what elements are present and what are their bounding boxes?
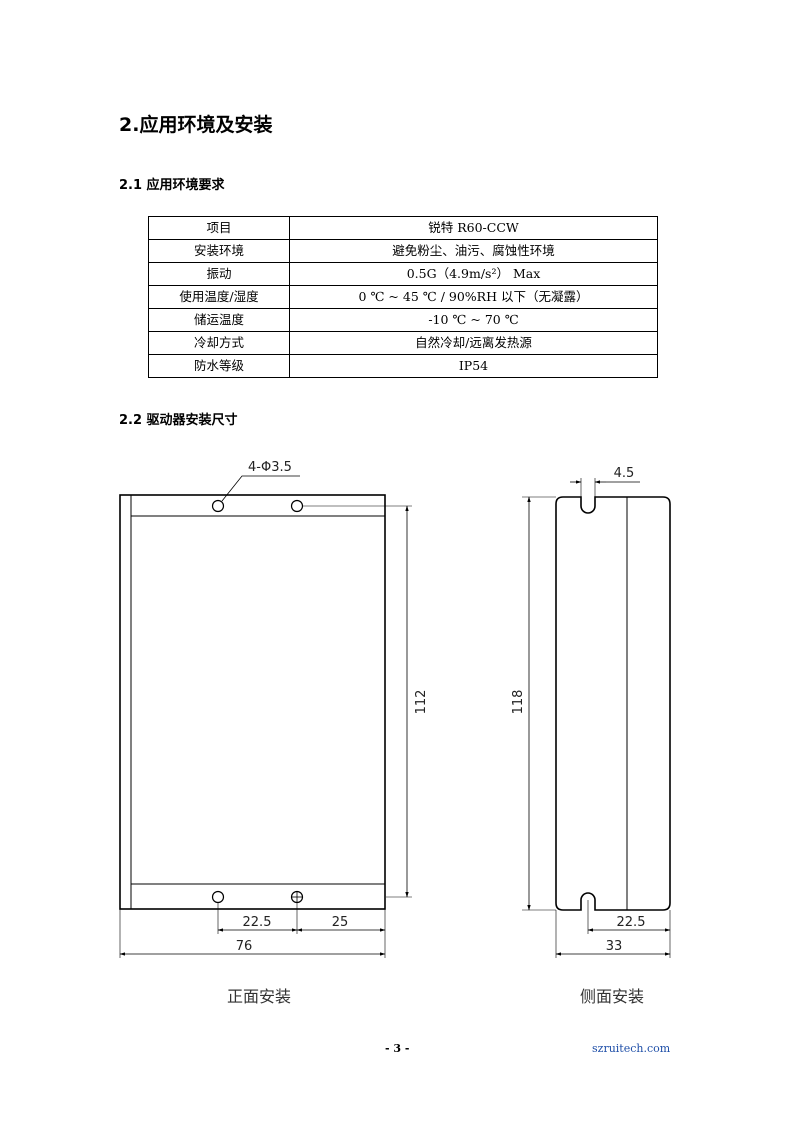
table-cell-value: 避免粉尘、油污、腐蚀性环境 <box>289 239 658 263</box>
mounting-dimension-drawing: 4-Φ3.5 112 22.5 25 76 正面安装 4.5 118 22.5 … <box>119 460 671 1006</box>
table-row: 冷却方式 自然冷却/远离发热源 <box>148 331 658 355</box>
environment-table: 项目 锐特 R60-CCW 安装环境 避免粉尘、油污、腐蚀性环境 振动 0.5G… <box>148 216 658 378</box>
front-width-label: 76 <box>236 939 253 954</box>
side-view-caption: 侧面安装 <box>580 987 644 1006</box>
table-cell-label: 使用温度/湿度 <box>148 285 290 309</box>
table-cell-value: 0.5G（4.9m/s²） Max <box>289 262 658 286</box>
mount-hole-top-right <box>290 499 304 513</box>
table-cell-label: 储运温度 <box>148 308 290 332</box>
slot-offset-label: 22.5 <box>617 915 646 930</box>
env-section-heading: 2.1 应用环境要求 <box>119 178 225 193</box>
table-row: 防水等级 IP54 <box>148 354 658 378</box>
table-cell-value: 自然冷却/远离发热源 <box>289 331 658 355</box>
table-cell-value: 锐特 R60-CCW <box>289 216 658 240</box>
dims-section-heading: 2.2 驱动器安装尺寸 <box>119 413 238 428</box>
front-height-label: 112 <box>414 690 429 715</box>
table-cell-label: 项目 <box>148 216 290 240</box>
table-row: 振动 0.5G（4.9m/s²） Max <box>148 262 658 286</box>
front-view <box>119 475 412 958</box>
hole-spec-label: 4-Φ3.5 <box>248 460 292 475</box>
table-cell-value: -10 ℃ ~ 70 ℃ <box>289 308 658 332</box>
table-cell-value: 0 ℃ ~ 45 ℃ / 90%RH 以下（无凝露） <box>289 285 658 309</box>
slot-width-label: 4.5 <box>614 466 635 481</box>
side-outline <box>555 496 671 911</box>
table-cell-label: 振动 <box>148 262 290 286</box>
front-outline <box>119 494 386 910</box>
table-row: 安装环境 避免粉尘、油污、腐蚀性环境 <box>148 239 658 263</box>
hole-spacing-label: 22.5 <box>243 915 272 930</box>
table-row: 使用温度/湿度 0 ℃ ~ 45 ℃ / 90%RH 以下（无凝露） <box>148 285 658 309</box>
page-number: - 3 - <box>385 1042 410 1055</box>
website-link[interactable]: szruitech.com <box>592 1042 671 1055</box>
table-row: 储运温度 -10 ℃ ~ 70 ℃ <box>148 308 658 332</box>
side-width-label: 33 <box>606 939 623 954</box>
hole-edge-label: 25 <box>332 915 349 930</box>
side-view <box>522 478 671 958</box>
front-view-caption: 正面安装 <box>227 987 291 1006</box>
table-row: 项目 锐特 R60-CCW <box>148 216 658 240</box>
mount-hole-bottom-left <box>211 890 225 904</box>
page-heading: 2.应用环境及安装 <box>119 114 273 136</box>
table-cell-label: 冷却方式 <box>148 331 290 355</box>
hole-leader-line <box>221 475 300 502</box>
table-cell-label: 防水等级 <box>148 354 290 378</box>
table-cell-value: IP54 <box>289 354 658 378</box>
table-cell-label: 安装环境 <box>148 239 290 263</box>
mount-hole-top-left <box>211 499 225 513</box>
side-height-label: 118 <box>511 690 526 715</box>
